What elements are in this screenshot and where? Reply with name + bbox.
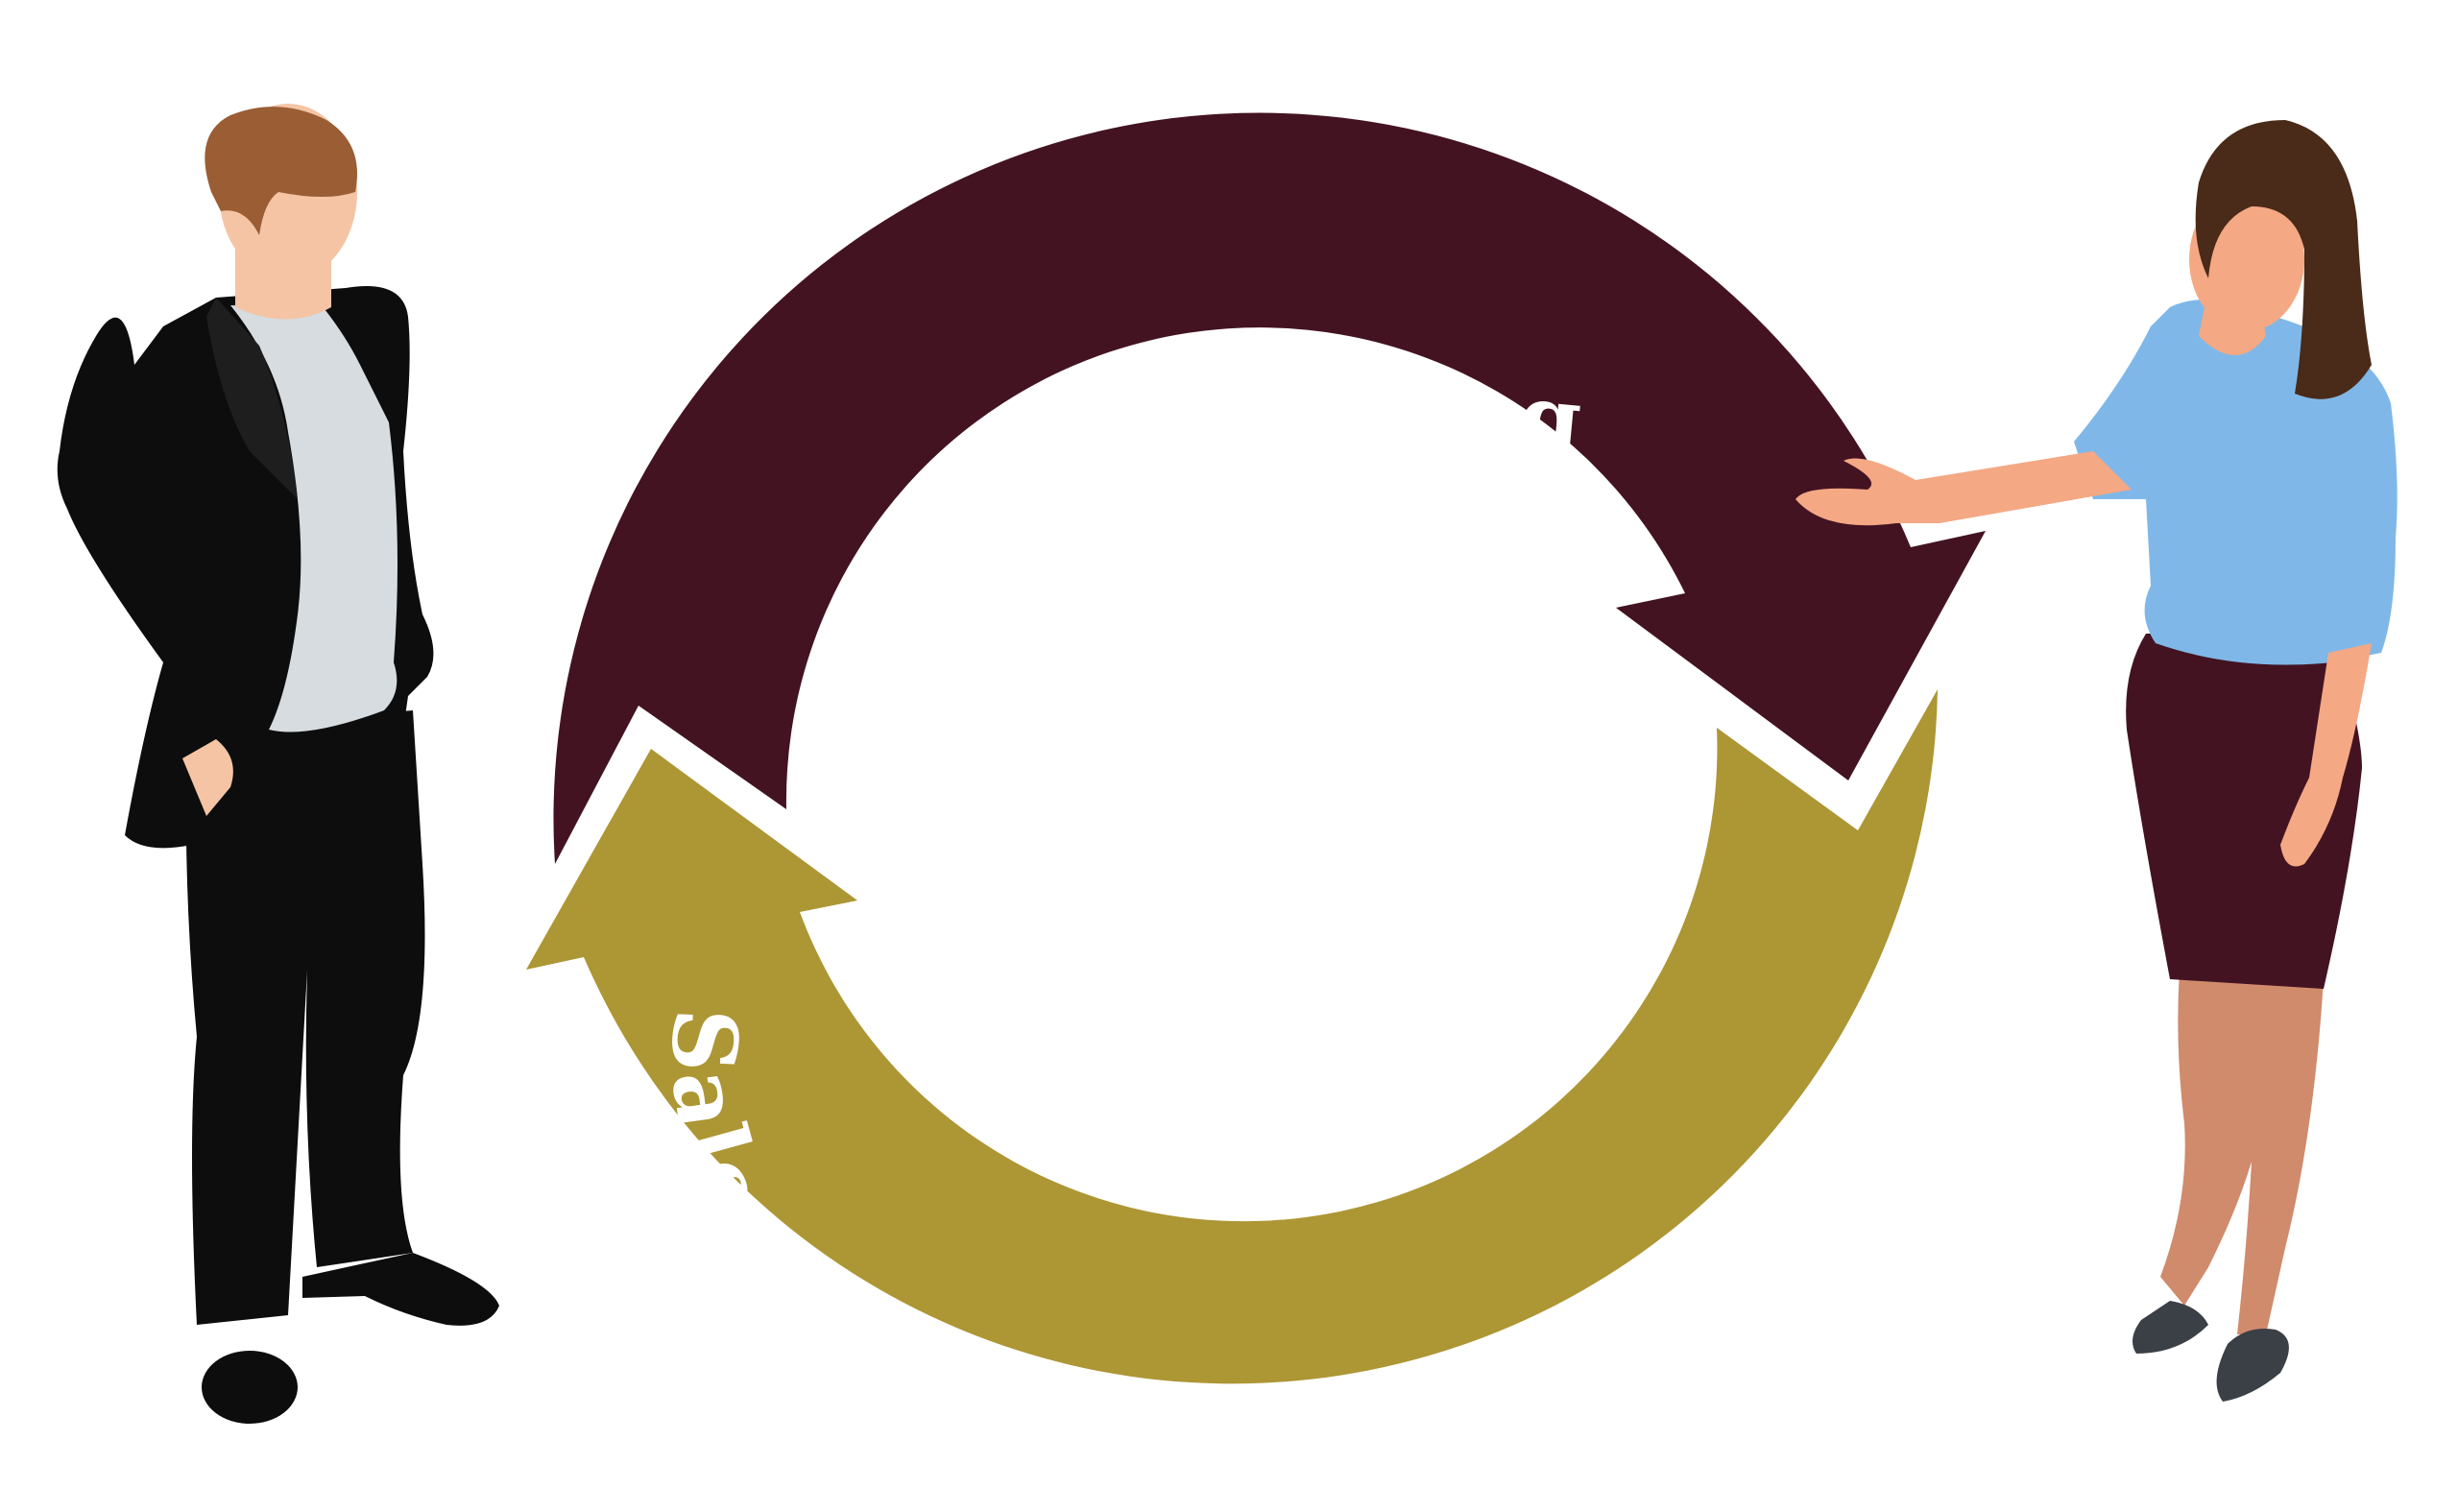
- woman-left-shoe: [2133, 1301, 2208, 1354]
- marketing-label: Maketing: [1075, 361, 1588, 519]
- businesswoman-figure: [1795, 120, 2398, 1402]
- man-shirt: [230, 305, 398, 732]
- sales-arrow: [526, 689, 1938, 1384]
- marketing-arrow: [553, 112, 1986, 865]
- man-left-shoe: [202, 1351, 298, 1424]
- man-hand: [182, 739, 233, 816]
- woman-skirt: [2126, 634, 2362, 989]
- businessman-figure: [57, 104, 499, 1424]
- cycle-diagram: Maketing Sales: [526, 112, 1986, 1384]
- woman-right-shoe: [2216, 1329, 2289, 1402]
- man-right-shoe: [302, 1253, 499, 1326]
- woman-hair: [2195, 120, 2372, 399]
- man-hair: [205, 107, 357, 235]
- man-trousers: [185, 710, 425, 1325]
- woman-arm-right: [2280, 643, 2372, 867]
- woman-arm-extended: [1795, 451, 2132, 526]
- woman-legs: [2160, 970, 2324, 1334]
- man-lapel: [206, 298, 298, 499]
